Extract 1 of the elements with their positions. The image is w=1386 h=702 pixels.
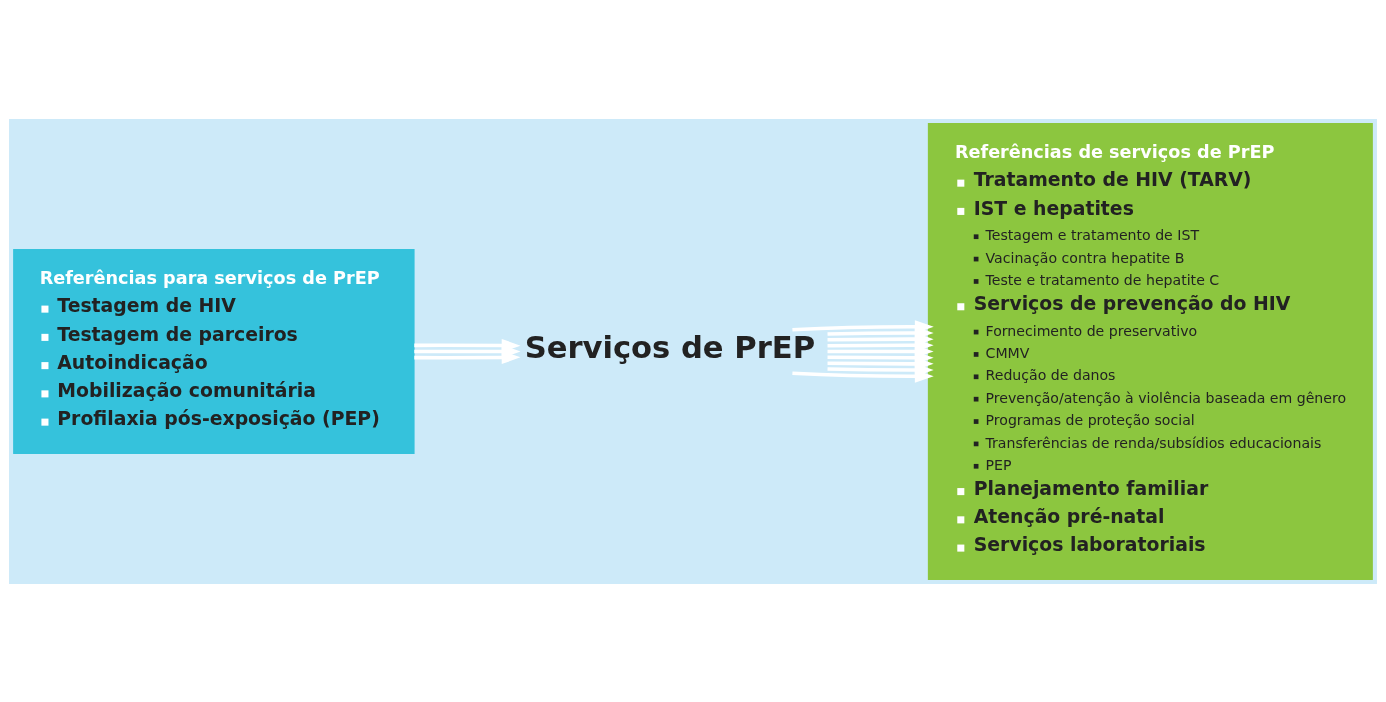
node-text: Serviços de PrEP xyxy=(524,329,816,365)
